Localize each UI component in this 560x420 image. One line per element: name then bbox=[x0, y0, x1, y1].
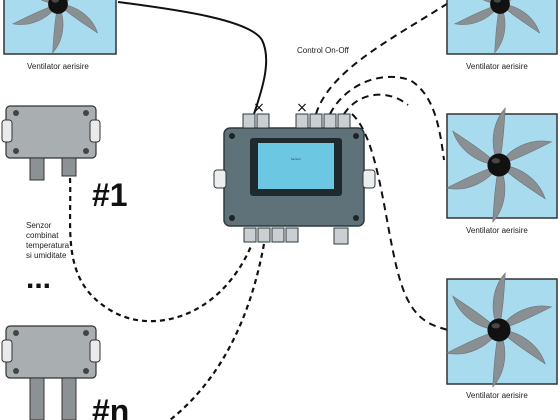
wire-fan-mid-1 bbox=[329, 75, 445, 161]
controller-screen-text: Senzor bbox=[291, 157, 302, 161]
fan-top-right bbox=[446, 0, 558, 55]
wire-fan-bottom bbox=[351, 113, 449, 331]
caption-sensor-line4: si umiditate bbox=[26, 251, 67, 260]
controller-box bbox=[213, 113, 376, 245]
fan-top-left bbox=[3, 0, 117, 55]
caption-control-on-off: Control On-Off bbox=[297, 46, 349, 55]
x-mark-right: × bbox=[296, 100, 308, 116]
wire-sensor-n bbox=[169, 243, 266, 420]
caption-fan-top-right: Ventilator aerisire bbox=[466, 62, 528, 71]
x-mark-left: × bbox=[253, 100, 265, 116]
wire-fan-mid-2 bbox=[343, 93, 409, 115]
controller-screen bbox=[258, 143, 334, 189]
caption-fan-bottom-right: Ventilator aerisire bbox=[466, 391, 528, 400]
caption-sensor-line3: temperatura bbox=[26, 241, 70, 250]
caption-fan-mid-right: Ventilator aerisire bbox=[466, 226, 528, 235]
wire-fan-top-right bbox=[315, 1, 451, 115]
sensor-ellipsis: ... bbox=[26, 262, 52, 295]
sensor-1-id: #1 bbox=[92, 177, 128, 213]
sensor-n-id: #n bbox=[92, 393, 130, 420]
caption-fan-top-left: Ventilator aerisire bbox=[27, 62, 89, 71]
fan-bottom-right bbox=[445, 271, 558, 389]
sensor-n bbox=[1, 325, 101, 420]
fan-mid-right bbox=[445, 106, 558, 224]
caption-sensor-line2: combinat bbox=[26, 231, 59, 240]
wires bbox=[68, 1, 451, 420]
wire-fan-top-left bbox=[117, 1, 268, 115]
sensor-1 bbox=[1, 105, 101, 181]
caption-sensor: Senzor combinat temperatura si umiditate bbox=[26, 221, 69, 261]
wire-sensor-1 bbox=[68, 177, 254, 323]
caption-sensor-line1: Senzor bbox=[26, 221, 52, 230]
